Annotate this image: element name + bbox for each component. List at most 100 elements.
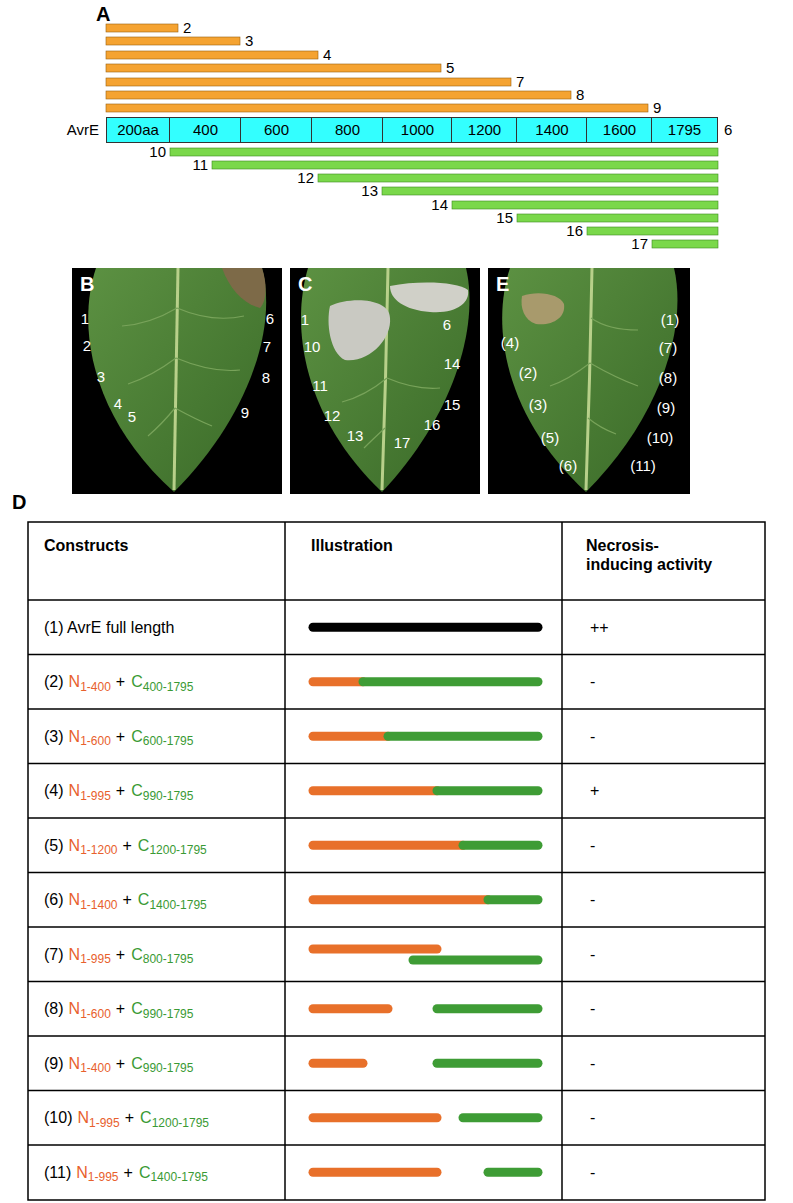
leaf: [301, 268, 470, 492]
infiltration-label: 16: [424, 416, 441, 433]
fragment-bar: [106, 64, 441, 72]
construct-illustrations: [313, 627, 538, 1172]
c-terminal-name: C: [138, 836, 150, 855]
table-cell: -: [562, 1145, 765, 1200]
c-fragment-bar: [488, 1168, 538, 1177]
construct-number: 4: [323, 46, 331, 63]
leaf-vein: [177, 308, 244, 318]
midrib: [174, 268, 178, 490]
table-rule: [28, 1144, 765, 1146]
n-terminal-range: 1-995: [88, 1170, 119, 1184]
construct-number: (6): [44, 890, 64, 909]
table-entry: -: [590, 1108, 595, 1127]
construct-number: 7: [516, 73, 524, 90]
infiltration-label: (4): [501, 334, 519, 351]
table-cell: Constructs: [28, 522, 285, 600]
table-rule: [28, 599, 765, 601]
table-entry: -: [590, 1054, 595, 1073]
infiltration-label: (3): [529, 396, 547, 413]
table-cell: -: [562, 818, 765, 873]
c-terminal-name: C: [131, 1054, 143, 1073]
fragment-bar: [106, 91, 571, 99]
construct-table-grid: [28, 522, 765, 1200]
infiltration-label: 13: [347, 427, 364, 444]
construct-number: 2: [183, 19, 191, 36]
construct-number: 5: [446, 59, 454, 76]
infiltration-label: 12: [324, 407, 341, 424]
c-terminal-name: C: [131, 999, 143, 1018]
n-terminal-range: 1-995: [80, 952, 111, 966]
fragment-bar: [652, 240, 718, 248]
infiltration-label: 17: [394, 434, 411, 451]
n-terminal-name: N: [69, 836, 81, 855]
table-rule: [28, 926, 765, 928]
construct-number: 15: [496, 209, 513, 226]
table-rule: [28, 763, 765, 765]
table-entry: -: [590, 836, 595, 855]
construct-number: (4): [44, 781, 64, 800]
residue-label: 400: [193, 121, 218, 138]
protein-bar: AvrE200aa40060080010001200140016001795: [106, 117, 718, 143]
construct-number: (2): [44, 672, 64, 691]
table-cell: -: [562, 873, 765, 928]
infiltration-label: 9: [241, 404, 249, 421]
table-cell: +: [562, 764, 765, 819]
residue-label: 1795: [668, 121, 701, 138]
c-terminal-range: 1200-1795: [149, 843, 206, 857]
table-cell: (8)N1-600+C990-1795: [28, 982, 285, 1037]
table-cell: (6)N1-1400+C1400-1795: [28, 873, 285, 928]
midrib: [586, 268, 592, 490]
panel-letter: C: [298, 273, 312, 296]
fragment-bar: [212, 161, 718, 169]
domain-cell: 1000: [383, 118, 452, 142]
leaf-vein: [364, 428, 385, 448]
table-cell: (5)N1-1200+C1200-1795: [28, 818, 285, 873]
table-rule: [28, 708, 765, 710]
construct-number: 8: [576, 86, 584, 103]
construct-number: 13: [361, 182, 378, 199]
infiltration-label: (2): [519, 364, 537, 381]
leaf-vein: [342, 378, 387, 402]
necrotic-patch: [222, 268, 266, 308]
table-cell: -: [562, 1036, 765, 1091]
panel-letter: A: [96, 3, 110, 26]
plus-sign: +: [123, 890, 132, 909]
construct-number: (10): [44, 1108, 72, 1127]
n-fragment-bar: [313, 786, 437, 795]
residue-label: 1400: [535, 121, 568, 138]
table-cell: (11)N1-995+C1400-1795: [28, 1145, 285, 1200]
full-length-bar: [313, 623, 538, 632]
construct-number: 6: [724, 121, 732, 138]
c-terminal-name: C: [131, 727, 143, 746]
residue-label: 200aa: [117, 121, 159, 138]
table-rule: [284, 522, 286, 1200]
leaf-vein: [148, 408, 175, 436]
infiltration-label: 10: [304, 338, 321, 355]
table-cell: ++: [562, 600, 765, 655]
residue-label: 1000: [401, 121, 434, 138]
plus-sign: +: [125, 1108, 134, 1127]
infiltration-label: 1: [81, 310, 89, 327]
table-cell: -: [562, 1091, 765, 1146]
protein-label: AvrE: [67, 121, 99, 138]
fragment-bar: [106, 78, 511, 86]
n-terminal-name: N: [69, 672, 81, 691]
table-entry: -: [590, 890, 595, 909]
table-cell: (9)N1-400+C990-1795: [28, 1036, 285, 1091]
photo-ground: [290, 268, 480, 494]
infiltration-label: 2: [83, 337, 91, 354]
n-fragment-bar: [313, 1113, 437, 1122]
infiltration-label: 4: [114, 395, 122, 412]
photo-ground: [488, 268, 690, 494]
infiltration-label: 3: [97, 368, 105, 385]
infiltration-label: 5: [128, 408, 136, 425]
table-rule: [28, 817, 765, 819]
n-terminal-name: N: [69, 1054, 81, 1073]
table-cell: -: [562, 709, 765, 764]
infiltration-label: 14: [444, 355, 461, 372]
c-fragment-bar: [363, 677, 538, 686]
table-rule: [28, 1090, 765, 1092]
c-terminal-name: C: [131, 672, 143, 691]
infiltration-label: (8): [659, 369, 677, 386]
n-fragment-bar: [313, 677, 363, 686]
